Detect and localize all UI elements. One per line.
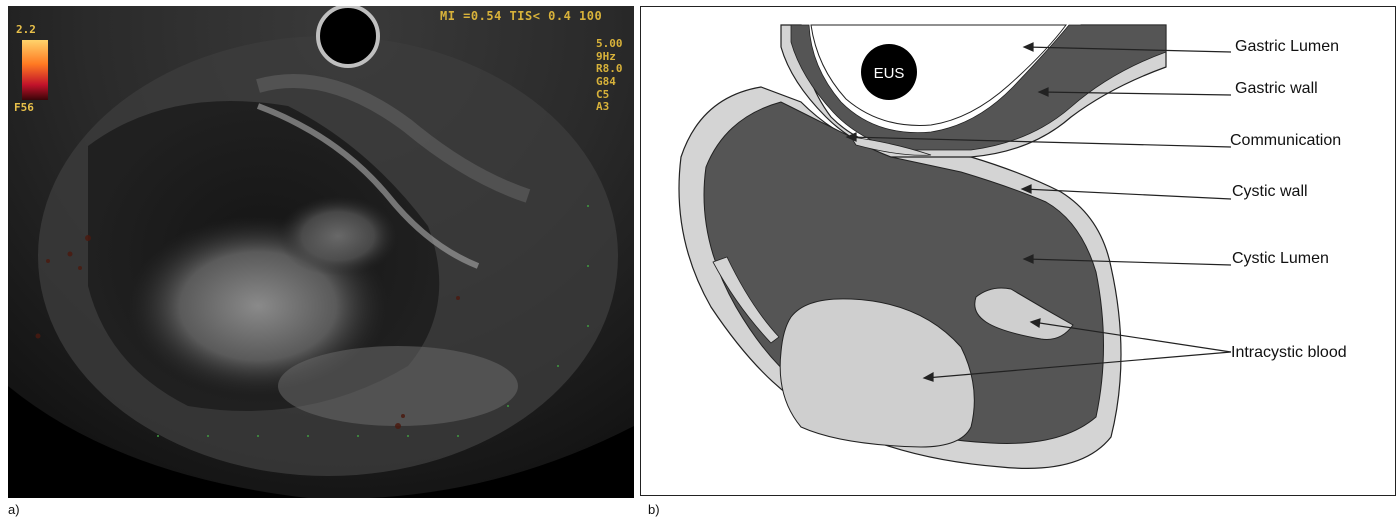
label-gastric-lumen: Gastric Lumen	[1235, 38, 1339, 56]
caption-a: a)	[8, 502, 20, 517]
caption-b: b)	[648, 502, 660, 517]
ultrasound-header-readout: MI =0.54 TIS< 0.4 100	[440, 10, 602, 24]
schematic-panel: EUS Gastric Lumen Gastric wall Communica…	[640, 6, 1396, 496]
label-cystic-lumen: Cystic Lumen	[1232, 250, 1329, 268]
ultrasound-image	[8, 6, 634, 498]
param-a: A3	[596, 101, 623, 114]
eus-label: EUS	[874, 65, 905, 82]
label-communication: Communication	[1230, 132, 1341, 150]
param-g: G84	[596, 76, 623, 89]
ultrasound-panel: MI =0.54 TIS< 0.4 100 2.2 F56 5.00 9Hz R…	[8, 6, 634, 498]
label-cystic-wall: Cystic wall	[1232, 183, 1308, 201]
ultrasound-probe	[318, 6, 378, 66]
gain-readout: 2.2	[16, 24, 36, 37]
label-gastric-wall: Gastric wall	[1235, 80, 1318, 98]
frame-readout: F56	[14, 102, 34, 115]
gain-colorbar	[22, 40, 48, 100]
param-frequency: 5.00	[596, 38, 623, 51]
label-intracystic-blood: Intracystic blood	[1231, 344, 1347, 362]
ultrasound-params: 5.00 9Hz R8.0 G84 C5 A3	[596, 38, 623, 114]
